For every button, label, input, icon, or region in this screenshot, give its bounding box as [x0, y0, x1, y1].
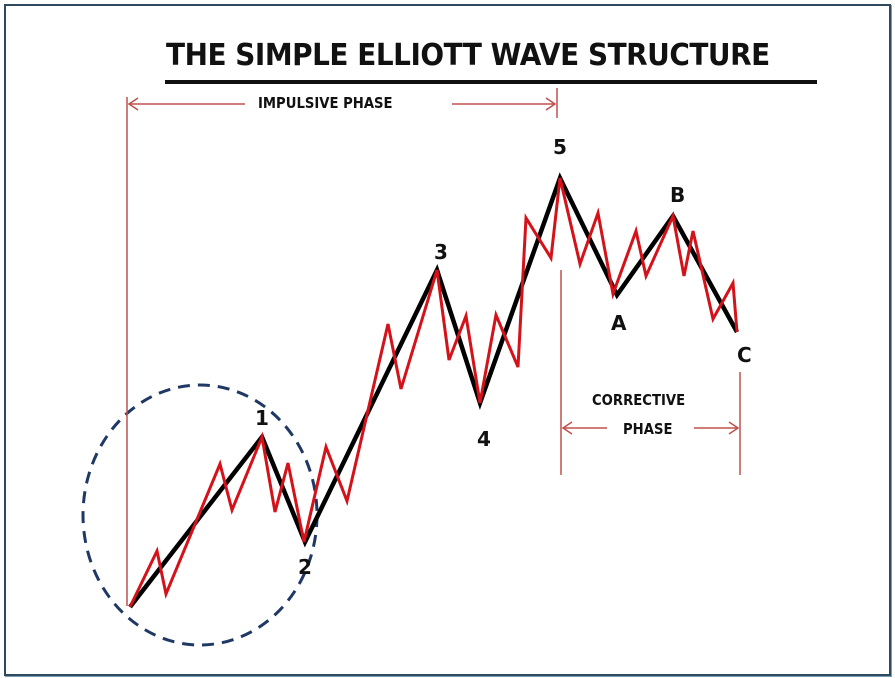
diagram-title: THE SIMPLE ELLIOTT WAVE STRUCTURE: [166, 38, 770, 73]
sub-wave-line: [128, 177, 739, 608]
title-underline: [165, 80, 817, 84]
corrective-phase-label-line1: CORRECTIVE: [592, 391, 686, 409]
wave-label-2: 2: [298, 555, 312, 579]
corrective-phase-label-line2: PHASE: [623, 420, 673, 438]
wave-label-3: 3: [434, 240, 448, 264]
wave-label-B: B: [670, 183, 686, 207]
wave-label-4: 4: [477, 427, 491, 451]
impulsive-phase-marker: [126, 88, 558, 606]
impulsive-phase-label: IMPULSIVE PHASE: [258, 94, 393, 112]
wave-label-5: 5: [553, 135, 567, 159]
wave-label-1: 1: [255, 406, 269, 430]
wave-label-C: C: [737, 343, 752, 367]
wave-label-A: A: [611, 311, 627, 335]
corrective-phase-marker: [560, 270, 741, 475]
